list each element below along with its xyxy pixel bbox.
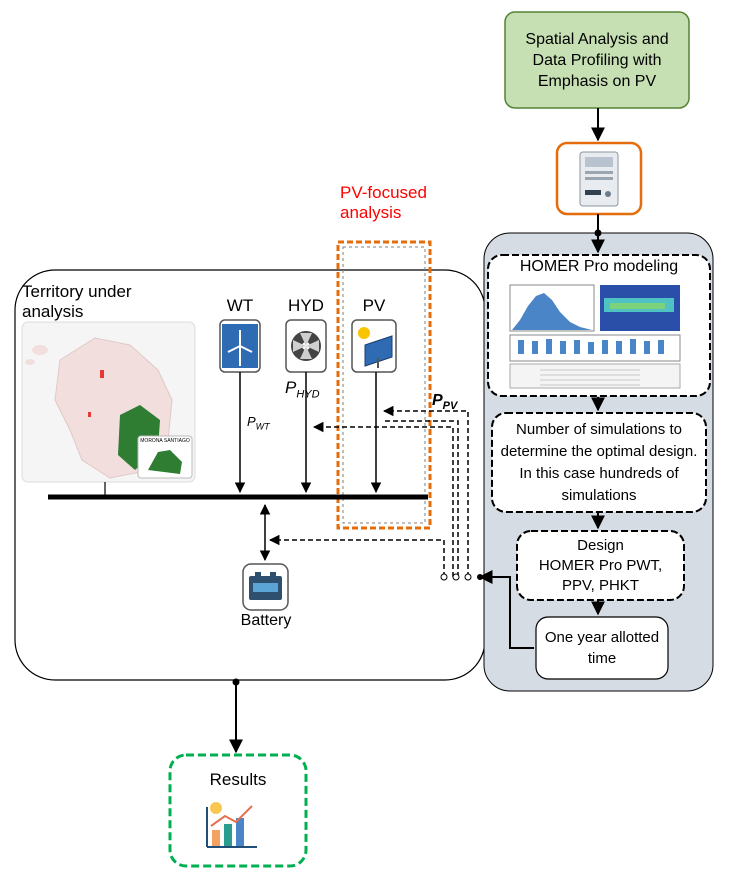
turbine-fan-icon: [291, 331, 321, 361]
pv-label: PV: [362, 296, 386, 315]
hyd-label: HYD: [288, 296, 324, 315]
p-hyd-sub: HYD: [296, 388, 320, 401]
homer-title: HOMER Pro modeling: [519, 258, 679, 275]
design-box: [516, 530, 685, 601]
results-label: Results: [209, 770, 267, 789]
p-wt-sub: WT: [255, 421, 270, 432]
analytics-chart-icon: [206, 802, 257, 848]
homer-charts-thumbnail: [509, 284, 681, 389]
p-pv-sub: PV: [442, 400, 458, 413]
design-title: Design: [577, 537, 624, 554]
p-pv-label: PPV: [432, 392, 457, 412]
wt-label: WT: [226, 296, 254, 315]
p-wt-main: P: [247, 414, 256, 429]
p-hyd-label: PHYD: [285, 378, 320, 400]
design-text: HOMER Pro PWT, PPV, PHKT: [538, 557, 663, 594]
pv-focus-label: PV-focused analysis: [340, 183, 427, 222]
battery-label: Battery: [240, 612, 292, 629]
p-hyd-main: P: [285, 378, 297, 397]
spatial-analysis-text: Spatial Analysis and Data Profiling with…: [525, 30, 669, 90]
computer-icon: [579, 151, 619, 207]
p-pv-main: P: [432, 392, 443, 409]
simulations-text: Number of simulations to determine the o…: [500, 420, 698, 504]
results-box: [168, 753, 308, 868]
battery-icon: [249, 572, 282, 600]
solar-panel-icon: [358, 327, 393, 368]
wind-turbine-icon: [222, 324, 258, 368]
time-box: [535, 616, 669, 680]
map-inset-label: MORONA SANTIAGO: [140, 438, 190, 444]
time-text: One year allotted time: [544, 629, 660, 667]
pv-focus-box: [336, 240, 432, 530]
p-wt-label: PWT: [247, 414, 270, 432]
territory-title: Territory under analysis: [22, 282, 132, 321]
simulations-box: [491, 412, 707, 513]
